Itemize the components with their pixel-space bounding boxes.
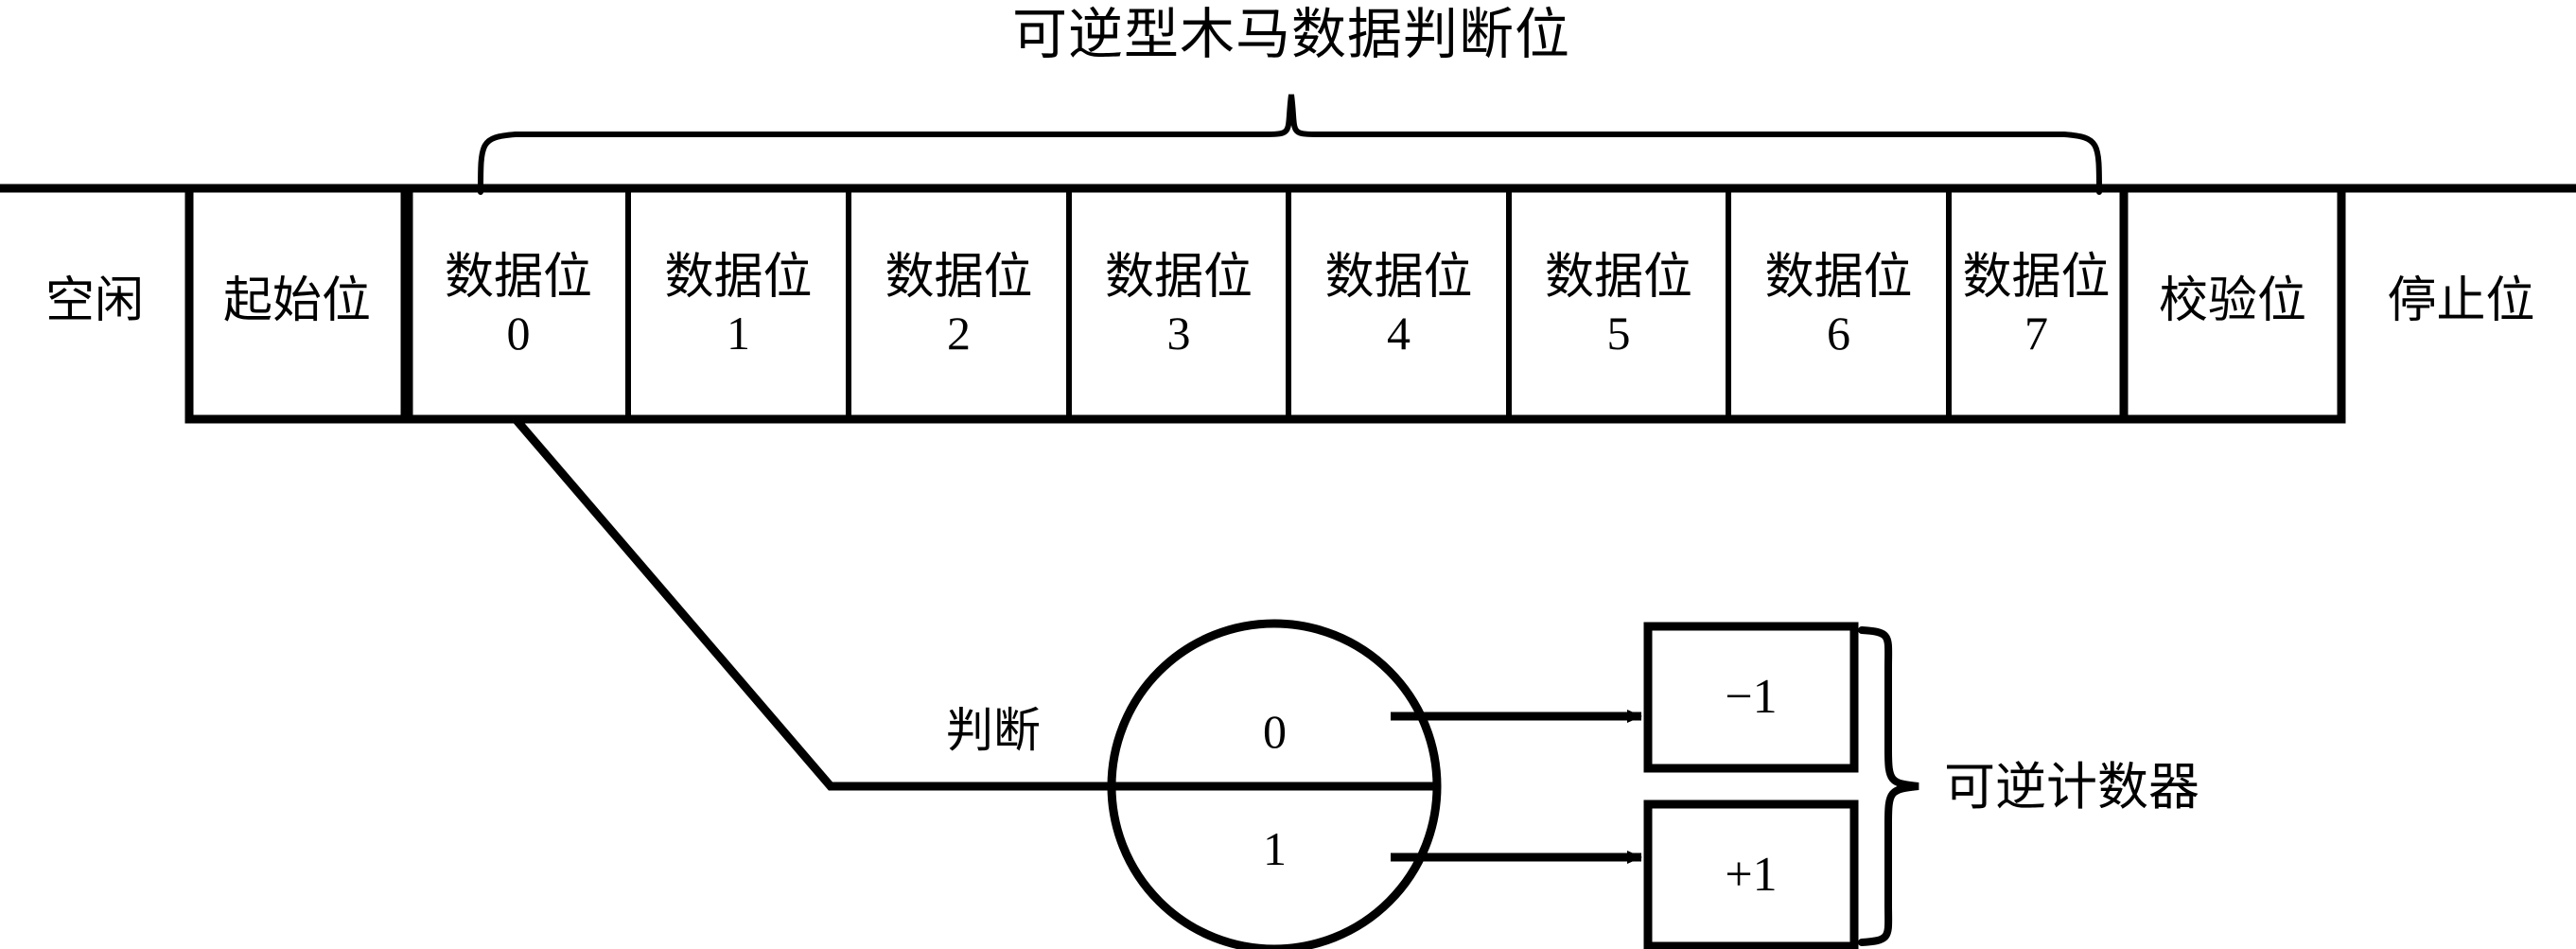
increment-label: +1 <box>1725 847 1778 902</box>
data-bit-cell-1: 数据位 1 <box>628 232 849 378</box>
data-bit-index: 3 <box>1166 306 1191 360</box>
decision-branch-zero: 0 <box>1263 705 1287 758</box>
data-bit-cell-6: 数据位 6 <box>1728 232 1949 378</box>
counter-group-label: 可逆计数器 <box>1944 758 2199 816</box>
data-bit-cell-0: 数据位 0 <box>409 232 628 378</box>
data-bit-cell-2: 数据位 2 <box>849 232 1069 378</box>
data-bit-index: 6 <box>1827 306 1850 360</box>
data-bit-name: 数据位 <box>664 251 813 306</box>
idle-label: 空闲 <box>44 273 144 328</box>
data-bit-name: 数据位 <box>1544 251 1692 306</box>
data-bit-index: 2 <box>947 306 971 360</box>
data-bit-cell-7: 数据位 7 <box>1949 232 2124 378</box>
data-bit-cell-4: 数据位 4 <box>1288 232 1509 378</box>
data-bit-index: 4 <box>1387 306 1411 360</box>
tap-connector-line <box>512 416 1112 791</box>
data-bit-name: 数据位 <box>1324 251 1473 306</box>
parity-bit-label: 校验位 <box>2158 273 2306 328</box>
data-bit-index: 5 <box>1606 306 1631 360</box>
decision-branch-one: 1 <box>1263 822 1287 875</box>
decrement-box <box>1643 622 1859 773</box>
data-bits-brace <box>478 94 2102 195</box>
data-bit-index: 0 <box>506 306 531 360</box>
data-bit-index: 7 <box>2024 306 2048 360</box>
data-bit-name: 数据位 <box>1104 251 1253 306</box>
increment-box <box>1643 800 1859 949</box>
data-bit-name: 数据位 <box>444 251 592 306</box>
diagram-title: 可逆型木马数据判断位 <box>1011 3 1570 65</box>
data-bit-name: 数据位 <box>1962 251 2111 306</box>
counter-group-brace <box>1858 626 1919 946</box>
data-bit-name: 数据位 <box>885 251 1033 306</box>
parity-bit-box <box>2119 184 2346 424</box>
data-bit-cell-3: 数据位 3 <box>1069 232 1288 378</box>
stop-bit-label: 停止位 <box>2387 273 2535 328</box>
decrement-label: −1 <box>1725 669 1778 724</box>
data-bit-index: 1 <box>727 306 750 360</box>
data-bit-cell-5: 数据位 5 <box>1509 232 1728 378</box>
data-bit-name: 数据位 <box>1764 251 1913 306</box>
start-bit-label: 起始位 <box>222 273 371 328</box>
judge-label: 判断 <box>946 704 1041 757</box>
